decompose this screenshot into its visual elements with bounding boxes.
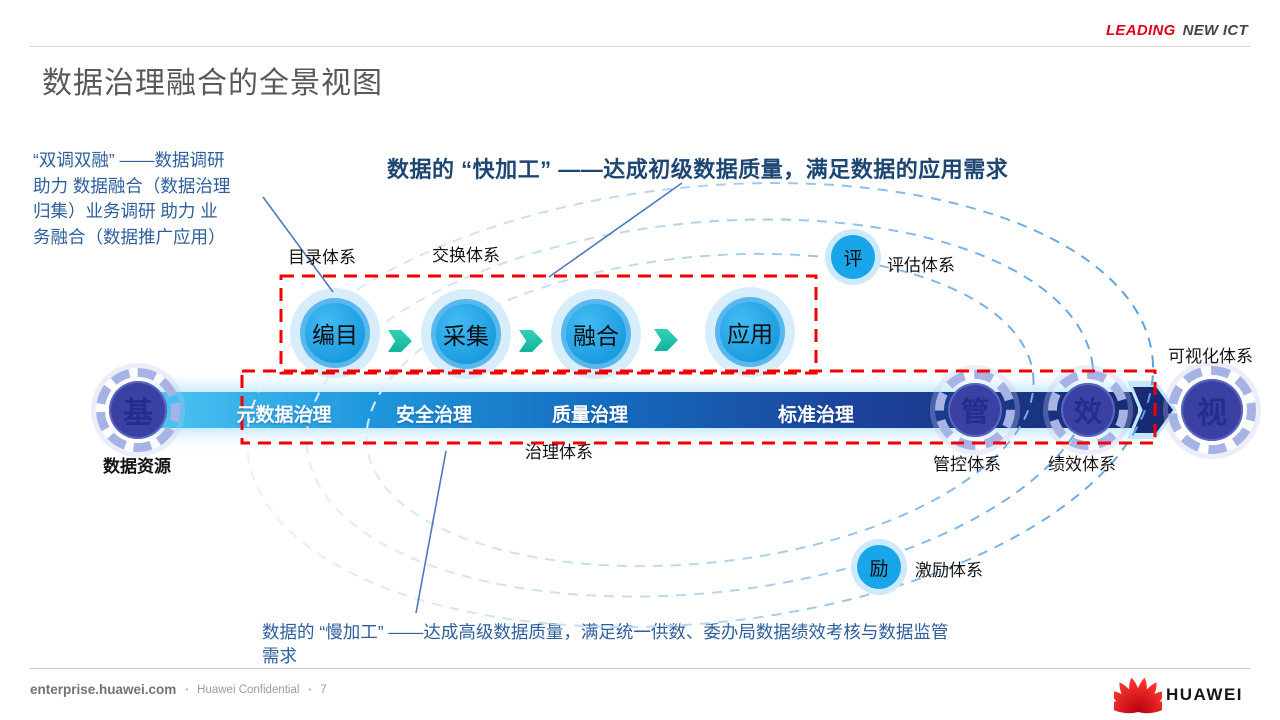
process-step-label: 采集 bbox=[436, 304, 496, 364]
brand-leading: LEADING bbox=[1105, 22, 1176, 39]
connector-line-slow-note bbox=[415, 450, 447, 614]
footer-page-number: 7 bbox=[320, 683, 327, 696]
node-data-source-label: 数据资源 bbox=[103, 457, 171, 476]
page-title: 数据治理融合的全景视图 bbox=[42, 67, 383, 100]
pipeline-segment-label: 标准治理 bbox=[777, 405, 855, 426]
footer-separator-icon: ▪ bbox=[185, 685, 189, 694]
left-note-line: 归集）业务调研 助力 业 bbox=[33, 201, 218, 221]
process-step-circle: 编目 bbox=[290, 288, 380, 378]
node-data-source-circle: 基 bbox=[96, 368, 180, 452]
node-incentive-label: 激励体系 bbox=[915, 561, 983, 580]
huawei-logo-icon bbox=[1114, 677, 1162, 714]
node-data-source-glyph: 基 bbox=[109, 381, 167, 439]
node-visual-label: 可视化体系 bbox=[1168, 347, 1253, 366]
slow-processing-note: 数据的 “慢加工” ——达成高级数据质量，满足统一供数、委办局数据绩效考核与数据… bbox=[262, 620, 1172, 668]
footer-confidential: Huawei Confidential bbox=[197, 683, 300, 696]
left-note-line: “双调双融” ——数据调研 bbox=[33, 150, 225, 170]
node-performance-circle: 效 bbox=[1048, 370, 1128, 450]
slow-note-line: 需求 bbox=[262, 646, 297, 666]
node-visual-circle: 视 bbox=[1168, 366, 1256, 454]
fast-processing-note: 数据的 “快加工” ——达成初级数据质量，满足数据的应用需求 bbox=[387, 157, 1009, 182]
left-note-line: 务融合（数据推广应用） bbox=[33, 226, 226, 247]
pipeline-segment-label: 质量治理 bbox=[551, 405, 629, 426]
process-step-label: 应用 bbox=[720, 302, 780, 362]
footer-divider bbox=[30, 668, 1250, 669]
node-incentive-circle: 励 bbox=[851, 539, 907, 595]
node-performance-label: 绩效体系 bbox=[1048, 455, 1116, 474]
process-step-circle: 融合 bbox=[551, 289, 641, 379]
process-step-label: 编目 bbox=[305, 303, 365, 363]
node-evaluate-circle: 评 bbox=[825, 229, 881, 285]
huawei-wordmark: HUAWEI bbox=[1166, 685, 1243, 704]
brand-new-ict: NEW ICT bbox=[1182, 22, 1248, 39]
pipeline-segment-label: 安全治理 bbox=[395, 405, 473, 426]
top-divider bbox=[30, 46, 1250, 47]
left-note-line: 助力 数据融合（数据治理 bbox=[33, 175, 231, 196]
footer: enterprise.huawei.com ▪ Huawei Confident… bbox=[30, 682, 327, 697]
slow-note-line: 数据的 “慢加工” ——达成高级数据质量，满足统一供数、委办局数据绩效考核与数据… bbox=[262, 622, 949, 642]
process-step-label: 融合 bbox=[566, 304, 626, 364]
chevron-right-icon bbox=[388, 330, 412, 352]
left-note: “双调双融” ——数据调研 助力 数据融合（数据治理 归集）业务调研 助力 业 … bbox=[33, 148, 297, 250]
node-control-label: 管控体系 bbox=[933, 455, 1001, 474]
node-control-circle: 管 bbox=[935, 370, 1015, 450]
footer-separator-icon: ▪ bbox=[308, 685, 312, 694]
exchange-system-label: 交换体系 bbox=[432, 246, 500, 265]
node-performance-glyph: 效 bbox=[1061, 383, 1115, 437]
node-evaluate-glyph: 评 bbox=[831, 235, 875, 279]
pipeline-segment-label: 元数据治理 bbox=[236, 405, 332, 426]
node-visual-glyph: 视 bbox=[1181, 379, 1243, 441]
chevron-right-icon bbox=[519, 330, 543, 352]
connector-line-fast-note bbox=[548, 182, 683, 278]
governance-system-label: 治理体系 bbox=[525, 443, 593, 462]
node-evaluate-label: 评估体系 bbox=[887, 256, 955, 275]
process-step-circle: 应用 bbox=[705, 287, 795, 377]
process-step-circle: 采集 bbox=[421, 289, 511, 379]
node-incentive-glyph: 励 bbox=[857, 545, 901, 589]
footer-site: enterprise.huawei.com bbox=[30, 682, 177, 697]
brand-logo: LEADING NEW ICT bbox=[1106, 22, 1248, 39]
node-control-glyph: 管 bbox=[948, 383, 1002, 437]
chevron-right-icon bbox=[654, 329, 678, 351]
catalog-system-label: 目录体系 bbox=[288, 248, 356, 267]
